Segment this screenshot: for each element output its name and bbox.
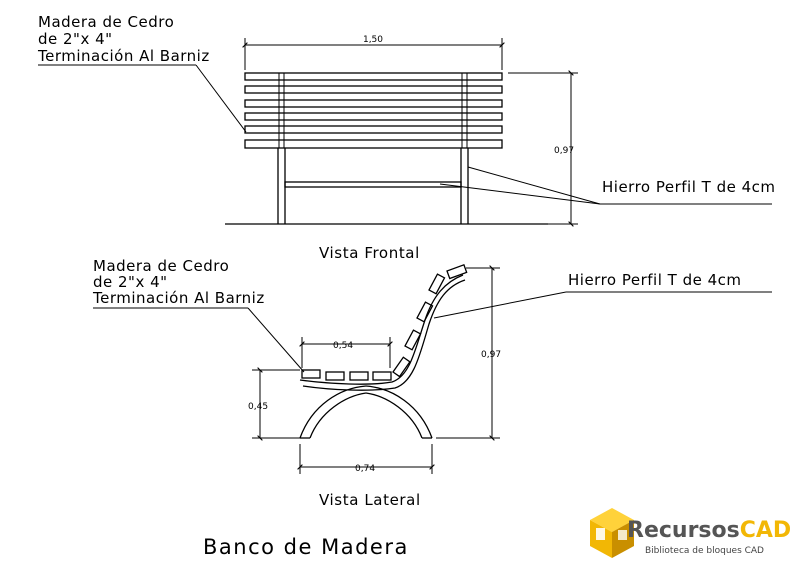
side-wood-note-line2: de 2"x 4": [93, 273, 168, 291]
front-width-dimension: [242, 38, 505, 70]
side-seat-height-label: 0,45: [248, 402, 268, 412]
side-seat-depth-dimension: [299, 337, 393, 368]
side-height-dimension: [436, 265, 500, 441]
front-height-label: 0,97: [554, 146, 574, 156]
front-slats: [244, 72, 503, 149]
logo-tagline: Biblioteca de bloques CAD: [645, 546, 764, 556]
front-legs: [277, 148, 469, 224]
logo-name: RecursosCAD: [627, 518, 791, 543]
front-wood-note-line3: Terminación Al Barniz: [37, 47, 210, 65]
side-base-label: 0,74: [355, 464, 375, 474]
front-wood-note-line2: de 2"x 4": [38, 30, 113, 48]
side-height-label: 0,97: [481, 350, 501, 360]
front-width-label: 1,50: [363, 35, 383, 45]
cube-icon: [590, 508, 634, 558]
side-view-caption: Vista Lateral: [319, 491, 421, 509]
side-iron-frame: [299, 274, 466, 439]
front-view: 1,50 0,97 Madera de Cedro de 2"x 4" Term…: [37, 13, 776, 262]
side-seat-depth-label: 0,54: [333, 341, 353, 351]
front-height-dimension: [508, 70, 578, 227]
side-back-slats: [392, 264, 468, 378]
front-iron-note: Hierro Perfil T de 4cm: [602, 178, 776, 196]
front-view-caption: Vista Frontal: [319, 244, 420, 262]
drawing-title: Banco de Madera: [203, 535, 409, 559]
recursoscad-logo: RecursosCAD Biblioteca de bloques CAD: [590, 508, 791, 558]
side-wood-note-line1: Madera de Cedro: [93, 257, 229, 275]
side-wood-note-line3: Terminación Al Barniz: [92, 289, 265, 307]
side-seat-height-dimension: [252, 367, 300, 441]
side-seat-slats: [301, 369, 392, 381]
side-iron-note: Hierro Perfil T de 4cm: [568, 271, 742, 289]
front-wood-note-line1: Madera de Cedro: [38, 13, 174, 31]
front-back-posts: [278, 73, 468, 148]
side-base-dimension: [297, 444, 435, 474]
side-view: 0,54 0,45 0,97 0,74 Madera de Cedro de 2…: [92, 257, 772, 509]
